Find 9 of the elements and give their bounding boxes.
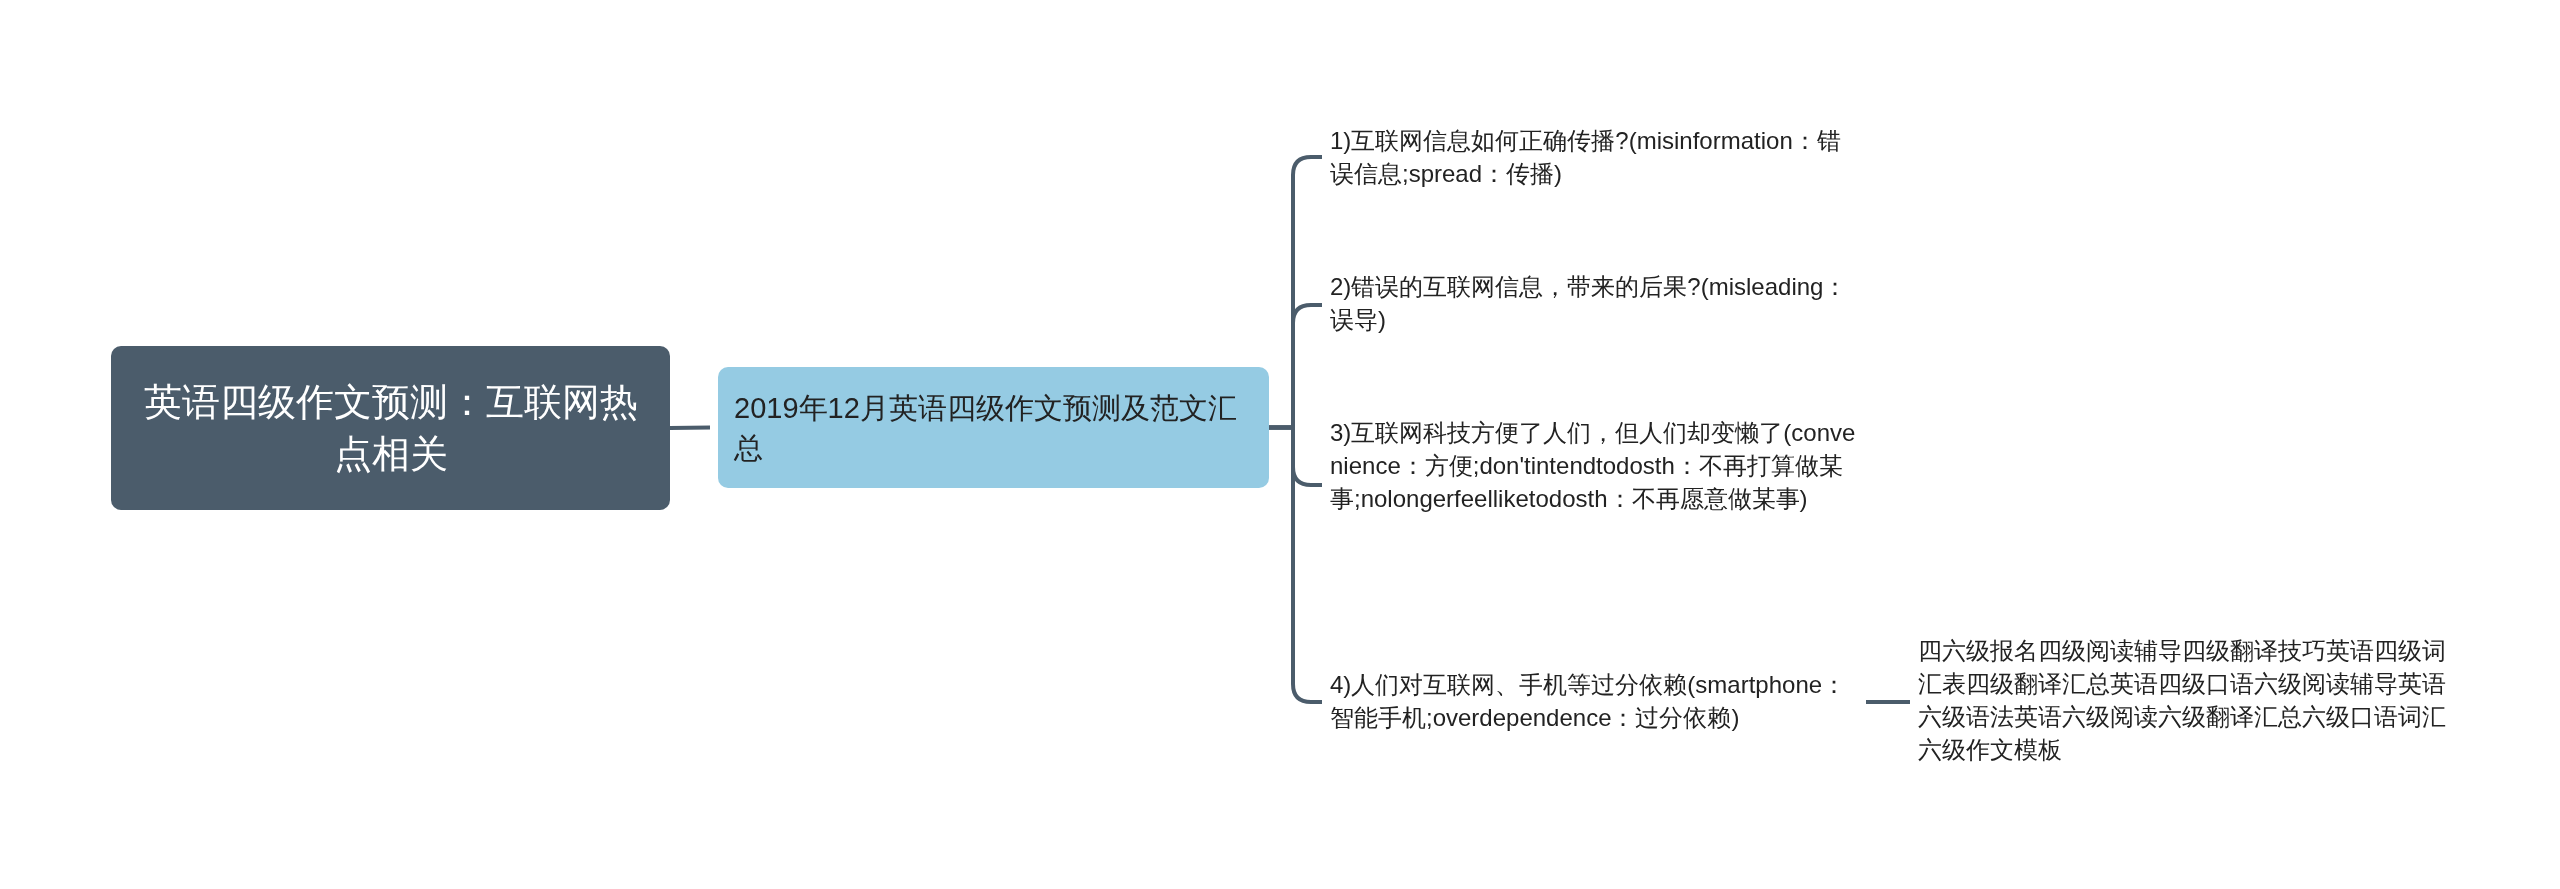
topic-text: 2)错误的互联网信息，带来的后果?(misleading：误导) xyxy=(1330,270,1860,340)
subtopic-box: 2019年12月英语四级作文预测及范文汇总 xyxy=(718,367,1269,488)
connector-line xyxy=(669,425,711,430)
topic-text: 3)互联网科技方便了人们，但人们却变懒了(convenience：方便;don'tintendtodosth：不再打算做某事;nolongerfeelliketodosth：不再愿意做某事) xyxy=(1330,416,1860,552)
link-list-text: 四六级报名四级阅读辅导四级翻译技巧英语四级词汇表四级翻译汇总英语四级口语六级阅读辅导英语六级语法英语六级阅读六级翻译汇总六级口语词汇六级作文模板 xyxy=(1918,634,2448,774)
connector-line xyxy=(1866,700,1910,704)
root-topic-box: 英语四级作文预测：互联网热点相关 xyxy=(111,346,670,510)
topic-text: 4)人们对互联网、手机等过分依赖(smartphone：智能手机;overdependence：过分依赖) xyxy=(1330,668,1860,738)
topic-text: 1)互联网信息如何正确传播?(misinformation：错误信息;spread：传播) xyxy=(1330,124,1860,194)
